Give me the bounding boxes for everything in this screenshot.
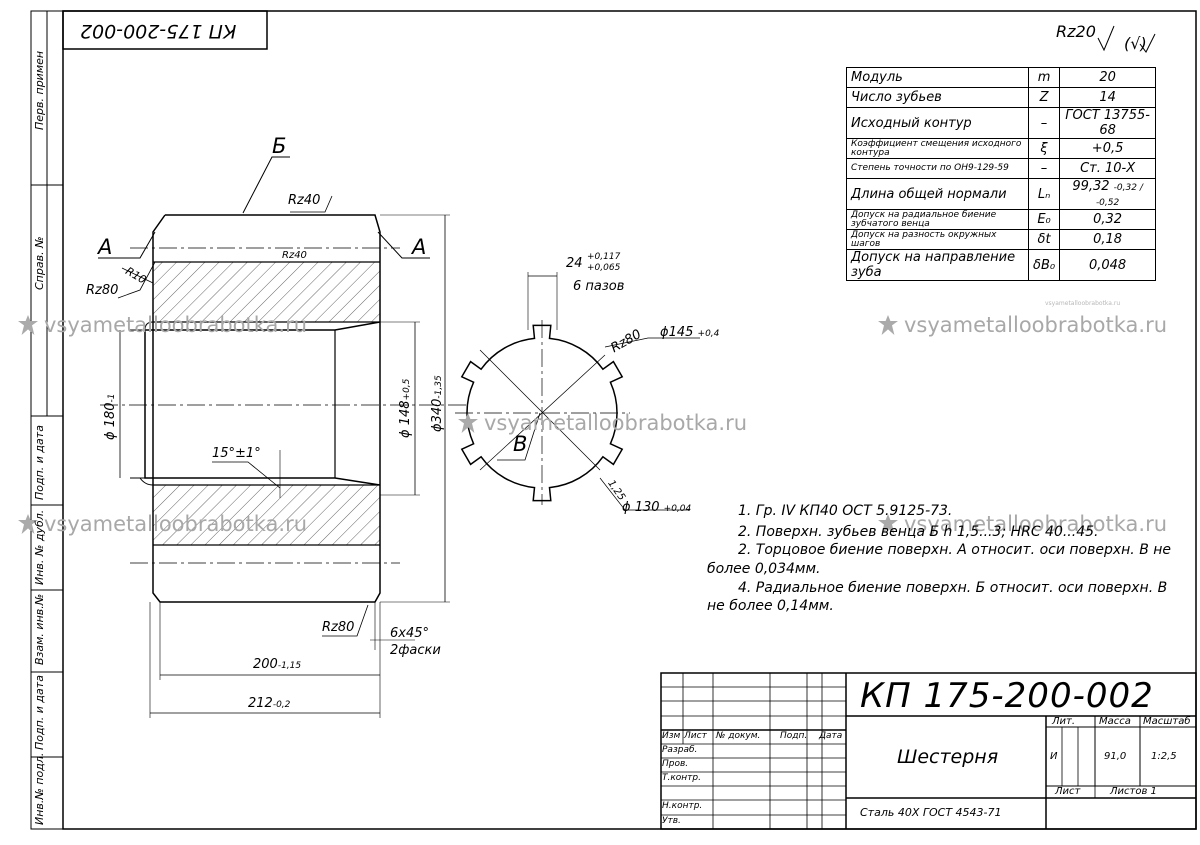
slot-count: 6 пазов [573, 279, 625, 294]
gear-section [98, 156, 470, 718]
watermark: vsyametalloobrabotka.ru [878, 313, 1167, 337]
note-line: 2. Поверхн. зубьев венца Б h 1,5...3; HR… [738, 524, 1099, 540]
note-line: 2. Торцовое биение поверхн. А относит. о… [738, 542, 1172, 558]
rz40-top: Rz40 [288, 193, 321, 208]
material: Сталь 40Х ГОСТ 4543-71 [860, 806, 1002, 819]
table-row: Степень точности по ОН9-129-59–Ст. 10-Х [846, 158, 1157, 179]
side-label: Инв.№ подл. [33, 752, 46, 825]
mass-value: 91,0 [1104, 751, 1127, 762]
rz80-left: Rz80 [86, 283, 119, 298]
col-doc: № докум. [716, 731, 761, 741]
roughness-general: Rz20 [1056, 22, 1096, 41]
sheet-label: Лист [1055, 786, 1081, 797]
note-line: 4. Радиальное биение поверхн. Б относит.… [738, 580, 1168, 596]
watermark: vsyametalloobrabotka.ru [458, 411, 747, 435]
chamfer-label: 6x45° [390, 626, 430, 641]
dia-340: ϕ340-1,35 [430, 375, 445, 432]
role-label: Т.контр. [662, 773, 702, 783]
note-line: более 0,034мм. [707, 561, 821, 577]
col-izm: Изм [662, 731, 681, 741]
col-date: Дата [819, 731, 843, 741]
slot-tol-up: +0,117 [587, 252, 621, 262]
sheets-label: Листов 1 [1110, 786, 1157, 797]
angle-label: 15°±1° [212, 446, 261, 461]
slot-width: 24 [566, 256, 583, 271]
len-212: 212-0,2 [248, 696, 291, 711]
role-label: Разраб. [662, 745, 698, 755]
chamfer-note: 2фаски [390, 643, 441, 658]
dia-148: ϕ 148+0,5 [398, 378, 413, 438]
dia-180: ϕ 180-1 [103, 393, 118, 440]
watermark: vsyametalloobrabotka.ru [18, 512, 307, 536]
table-row: Допуск на радиальное биение зубчатого ве… [846, 209, 1157, 230]
scale-value: 1:2,5 [1151, 751, 1177, 762]
role-label: Н.контр. [662, 801, 703, 811]
dia-130: ϕ 130 +0,04 [622, 500, 692, 515]
top-stamp: КП 175-200-002 [80, 20, 237, 42]
spline-view [455, 272, 700, 511]
side-label: Справ. № [33, 236, 46, 290]
title-block-lines [660, 672, 1197, 830]
scale-header: Масштаб [1143, 716, 1191, 727]
label-b: Б [272, 134, 287, 158]
table-row: Исходный контур–ГОСТ 13755-68 [846, 107, 1157, 139]
col-list: Лист [684, 731, 707, 741]
anvil-logo-icon [18, 315, 38, 335]
lit-value: И [1050, 751, 1058, 762]
side-label: Взам. инв.№ [33, 593, 46, 665]
col-sign: Подп. [780, 731, 808, 741]
rz80-bottom: Rz80 [322, 620, 355, 635]
role-label: Пров. [662, 759, 689, 769]
side-label: Подп. и дата [33, 425, 46, 500]
side-label: Перв. примен [33, 50, 46, 130]
label-a-right: А [412, 235, 427, 259]
anvil-logo-icon [458, 413, 478, 433]
slot-tol-low: +0,065 [587, 263, 621, 273]
lit-header: Лит. [1052, 716, 1076, 727]
roughness-note: (√) [1124, 34, 1147, 53]
note-line: 1. Гр. IV КП40 ОСТ 5.9125-73. [738, 503, 953, 519]
len-200: 200-1,15 [253, 657, 302, 672]
side-label: Подп. и дата [33, 675, 46, 750]
anvil-logo-icon [878, 315, 898, 335]
watermark: vsyametalloobrabotka.ru [878, 512, 1167, 536]
rz40-inner: Rz40 [282, 250, 307, 261]
designation: КП 175-200-002 [860, 676, 1154, 716]
note-line: не более 0,14мм. [707, 598, 834, 614]
label-a-left: А [98, 235, 113, 259]
mass-header: Масса [1099, 716, 1131, 727]
label-v: В [513, 432, 528, 456]
watermark: vsyametalloobrabotka.ru [18, 313, 307, 337]
part-name: Шестерня [897, 746, 999, 768]
watermark-small: vsyametalloobrabotka.ru [1045, 300, 1121, 307]
dia-145: ϕ145 +0,4 [660, 325, 720, 340]
side-label: Инв. № дубл. [33, 509, 46, 585]
role-label: Утв. [662, 816, 681, 826]
